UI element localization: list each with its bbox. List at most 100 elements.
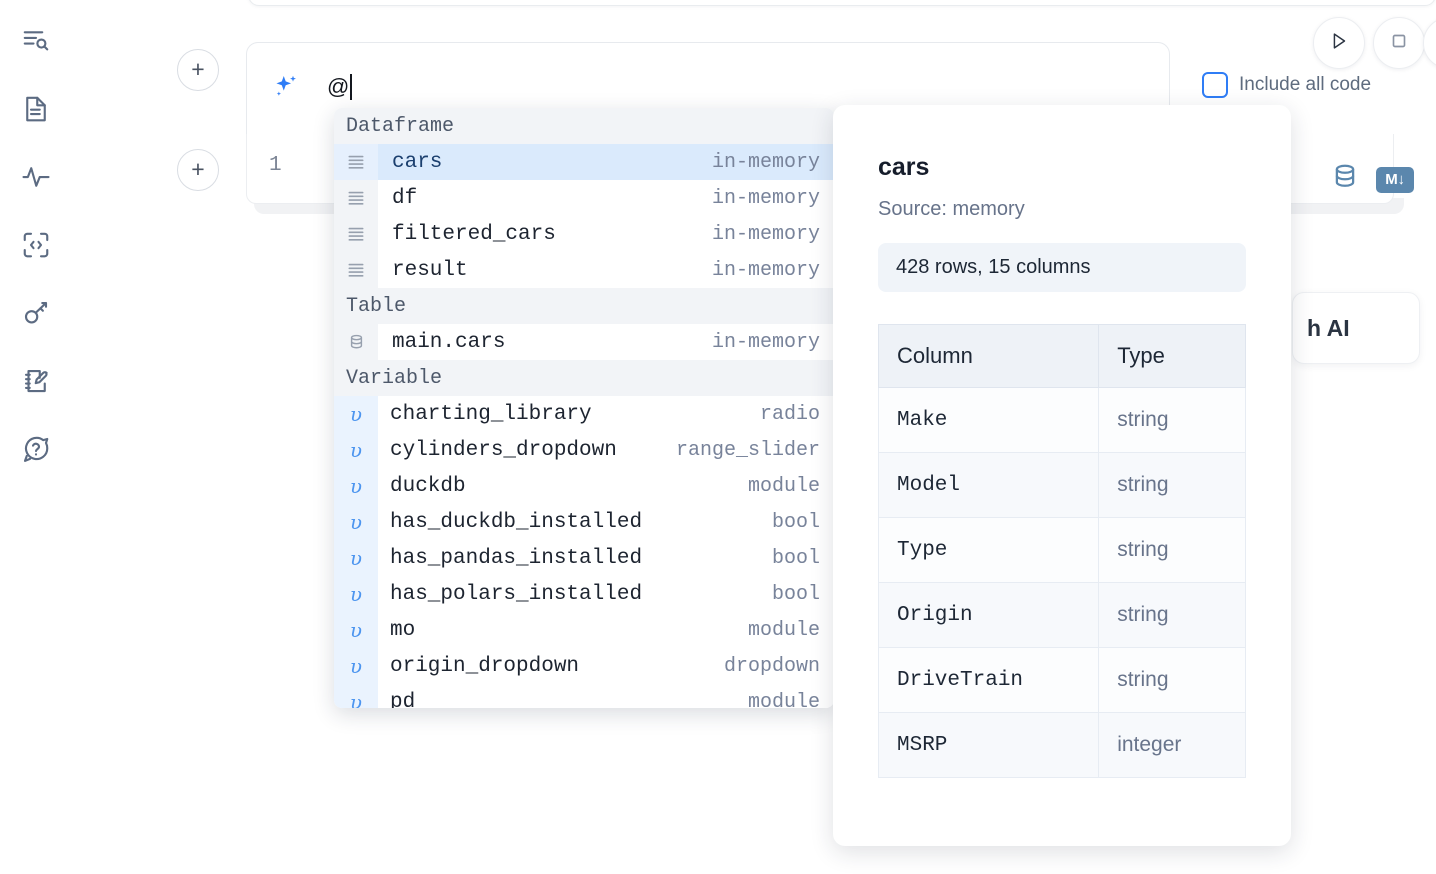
database-icon	[334, 324, 378, 360]
cell-tools: M↓	[1330, 162, 1414, 197]
variable-icon: υ	[334, 432, 378, 468]
autocomplete-item[interactable]: υ origin_dropdown dropdown	[334, 648, 834, 684]
help-chat-icon	[21, 434, 51, 464]
more-actions-button[interactable]	[1423, 17, 1436, 69]
variable-icon: υ	[334, 648, 378, 684]
autocomplete-item-label: cylinders_dropdown	[390, 438, 617, 462]
add-cell-button-top[interactable]: +	[177, 49, 219, 91]
autocomplete-item-type: in-memory	[711, 186, 820, 210]
autocomplete-item-type: radio	[759, 402, 820, 426]
autocomplete-item-label: duckdb	[390, 474, 466, 498]
autocomplete-item-type: bool	[771, 546, 820, 570]
stop-button[interactable]	[1373, 17, 1425, 69]
generate-with-ai-label: h AI	[1307, 314, 1350, 341]
database-icon[interactable]	[1330, 162, 1360, 197]
autocomplete-item-label: pd	[390, 690, 416, 709]
document-icon	[21, 94, 51, 124]
autocomplete-item-label: origin_dropdown	[390, 654, 580, 678]
text-caret	[350, 74, 353, 100]
autocomplete-group-header: Dataframe	[334, 108, 834, 144]
autocomplete-item-label: has_polars_installed	[390, 582, 643, 606]
generate-with-ai-button[interactable]: h AI	[1292, 292, 1420, 364]
autocomplete-item-type: bool	[771, 510, 820, 534]
doc-table-cell-column: Origin	[877, 582, 1100, 648]
doc-title: cars	[878, 153, 930, 181]
doc-table-cell-type: string	[1098, 387, 1246, 453]
doc-table-cell-type: string	[1098, 517, 1246, 583]
sidebar-item-activity[interactable]	[13, 154, 59, 200]
add-cell-button-bottom[interactable]: +	[177, 149, 219, 191]
autocomplete-item[interactable]: υ cylinders_dropdown range_slider	[334, 432, 834, 468]
sidebar-item-outline-search[interactable]	[13, 18, 59, 64]
include-all-code-toggle[interactable]: Include all code	[1202, 72, 1371, 98]
include-all-code-checkbox[interactable]	[1202, 72, 1228, 98]
doc-table-cell-type: integer	[1098, 712, 1246, 778]
variable-icon: υ	[334, 576, 378, 612]
autocomplete-item-type: in-memory	[711, 150, 820, 174]
autocomplete-item[interactable]: υ has_pandas_installed bool	[334, 540, 834, 576]
plus-icon: +	[191, 155, 205, 182]
variable-icon: υ	[334, 540, 378, 576]
autocomplete-item-label: mo	[390, 618, 416, 642]
run-button[interactable]	[1313, 17, 1365, 69]
autocomplete-group-header: Table	[334, 288, 834, 324]
autocomplete-item-label: result	[392, 258, 468, 282]
outline-search-icon	[21, 26, 51, 56]
autocomplete-dropdown[interactable]: Dataframe cars in-memory df in-memory filtere…	[334, 108, 834, 708]
doc-table-cell-type: string	[1098, 452, 1246, 518]
sidebar-item-code[interactable]	[13, 222, 59, 268]
ai-prompt-input[interactable]: @	[327, 74, 353, 100]
sidebar-item-secrets[interactable]	[13, 290, 59, 336]
code-brackets-icon	[21, 230, 51, 260]
autocomplete-item-label: main.cars	[392, 330, 506, 354]
autocomplete-item-label: cars	[392, 150, 443, 174]
variable-icon: υ	[334, 396, 378, 432]
autocomplete-item[interactable]: main.cars in-memory	[334, 324, 834, 360]
plus-icon: +	[191, 55, 205, 82]
doc-table-header-column: Column	[877, 324, 1100, 388]
previous-cell-clipped	[248, 0, 1436, 6]
autocomplete-item[interactable]: df in-memory	[334, 180, 834, 216]
autocomplete-item-type: dropdown	[723, 654, 820, 678]
doc-source: Source: memory	[878, 198, 1025, 220]
autocomplete-item[interactable]: cars in-memory	[334, 144, 834, 180]
doc-table-cell-column: Make	[877, 387, 1100, 453]
autocomplete-item-type: module	[747, 618, 820, 642]
doc-table-cell-column: Model	[877, 452, 1100, 518]
autocomplete-item-type: module	[747, 474, 820, 498]
doc-table-header-row: Column Type	[877, 324, 1246, 388]
autocomplete-item-label: has_pandas_installed	[390, 546, 643, 570]
documentation-panel: cars Source: memory 428 rows, 15 columns…	[833, 105, 1291, 846]
sidebar-item-scratchpad[interactable]	[13, 358, 59, 404]
cell-run-controls	[1313, 17, 1436, 69]
sidebar-item-document[interactable]	[13, 86, 59, 132]
autocomplete-item-label: df	[392, 186, 418, 210]
dataframe-icon	[334, 144, 378, 180]
sidebar-rail	[0, 0, 72, 874]
ai-prompt-value: @	[327, 74, 350, 99]
sidebar-item-help[interactable]	[13, 426, 59, 472]
autocomplete-item-type: in-memory	[711, 330, 820, 354]
ai-prompt-row: @	[247, 43, 353, 131]
autocomplete-item-type: module	[747, 690, 820, 709]
doc-table-cell-type: string	[1098, 647, 1246, 713]
line-number: 1	[269, 154, 282, 177]
stop-square-icon	[1388, 30, 1410, 57]
markdown-badge[interactable]: M↓	[1376, 166, 1414, 193]
autocomplete-item-type: range_slider	[675, 438, 820, 462]
autocomplete-list: Dataframe cars in-memory df in-memory filtere…	[334, 108, 834, 708]
